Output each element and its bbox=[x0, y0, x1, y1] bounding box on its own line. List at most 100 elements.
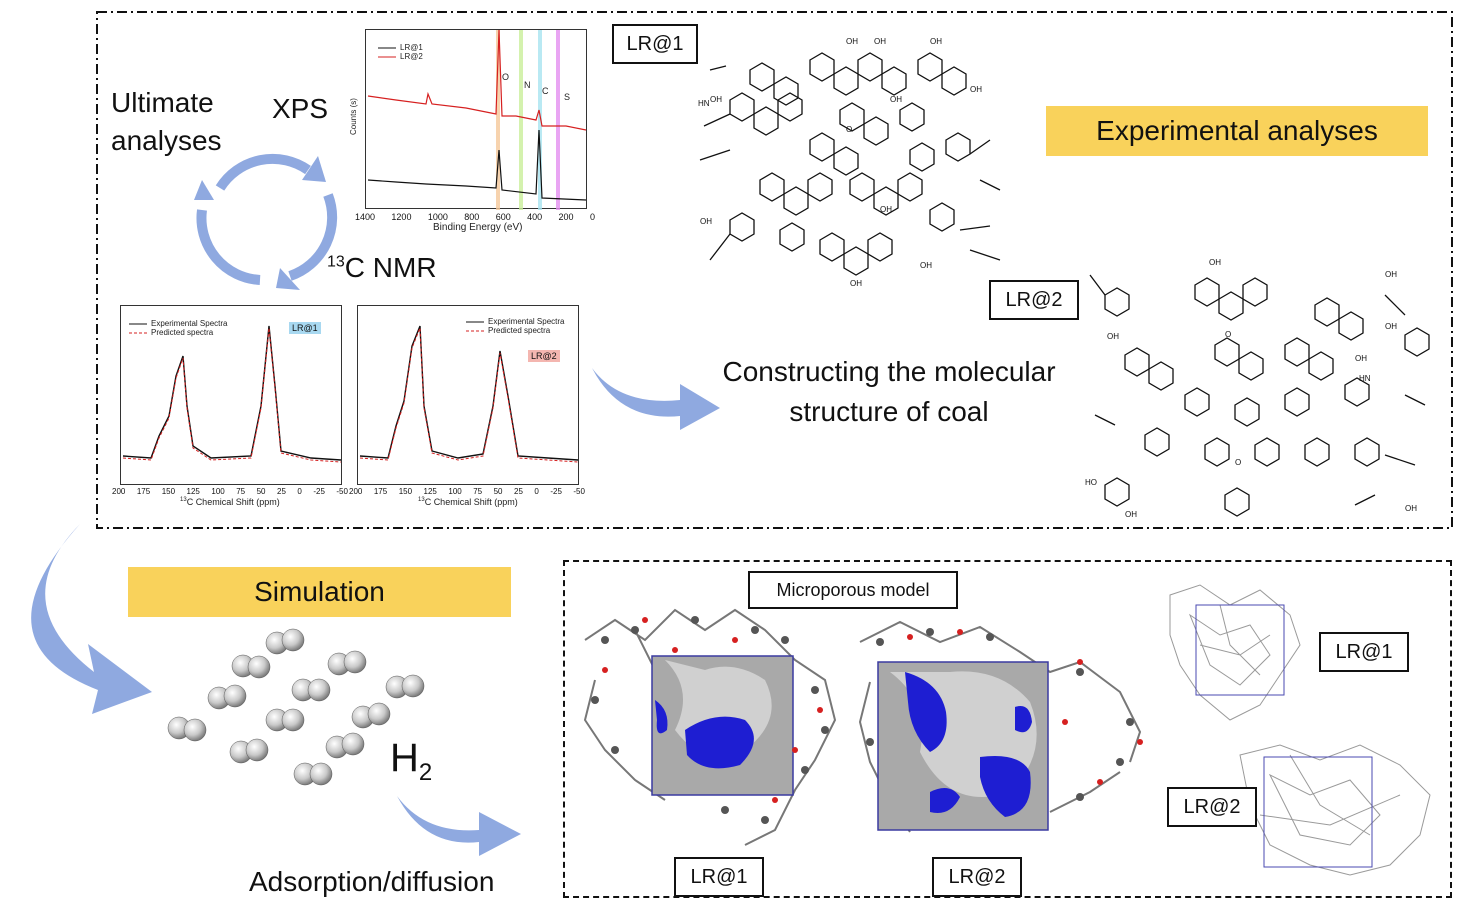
wireframe-model-lr1 bbox=[1169, 584, 1301, 721]
constructing-line1: Constructing the molecular bbox=[722, 356, 1056, 387]
svg-text:O: O bbox=[846, 125, 852, 134]
nmr-chart-lr1: Experimental Spectra Predicted spectra L… bbox=[120, 305, 342, 485]
svg-text:OH: OH bbox=[920, 261, 932, 270]
nmr1-xtick: 200 bbox=[112, 487, 126, 496]
svg-text:O: O bbox=[1225, 330, 1231, 339]
xps-xtick: 0 bbox=[589, 212, 595, 222]
svg-text:OH: OH bbox=[930, 37, 942, 46]
xps-xlabel: Binding Energy (eV) bbox=[433, 222, 523, 233]
model-label-lr2: LR@2 bbox=[932, 857, 1022, 897]
nmr2-xtick: 175 bbox=[373, 487, 388, 496]
nmr1-legend-exp: Experimental Spectra bbox=[151, 319, 228, 328]
h2-sub: 2 bbox=[418, 759, 433, 786]
xps-peak-s: S bbox=[564, 92, 571, 102]
wireframe-model-lr2 bbox=[1239, 744, 1431, 876]
nmr2-xtick: 200 bbox=[349, 487, 363, 496]
svg-text:HN: HN bbox=[698, 99, 710, 108]
cycle-arrows-icon bbox=[194, 153, 338, 290]
nmr-chart-lr2: Experimental Spectra Predicted spectra L… bbox=[357, 305, 579, 485]
nmr2-xtick: 100 bbox=[448, 487, 462, 496]
constructing-line2: structure of coal bbox=[789, 396, 989, 427]
nmr2-xtick: 25 bbox=[514, 487, 523, 496]
ultimate-line1: Ultimate bbox=[111, 87, 214, 118]
nmr1-xlabel: 13C Chemical Shift (ppm) bbox=[180, 497, 280, 507]
xps-peak-n: N bbox=[524, 80, 531, 90]
curved-arrow-down-icon bbox=[31, 524, 152, 714]
h2-label: H2 bbox=[390, 736, 432, 787]
svg-text:OH: OH bbox=[1385, 322, 1397, 331]
xps-ylabel: Counts (s) bbox=[349, 98, 358, 135]
svg-text:OH: OH bbox=[1385, 270, 1397, 279]
experimental-analyses-banner: Experimental analyses bbox=[1046, 106, 1428, 156]
structure-label-lr2: LR@2 bbox=[989, 280, 1079, 320]
xps-legend-lr2: LR@2 bbox=[400, 52, 423, 61]
nmr1-xtick: 50 bbox=[256, 487, 266, 496]
xps-xticks: 1400 1200 1000 800 600 400 200 0 bbox=[355, 212, 595, 222]
xps-xtick: 200 bbox=[558, 212, 574, 222]
microporous-model-lr2 bbox=[858, 620, 1143, 833]
svg-text:OH: OH bbox=[700, 217, 712, 226]
model-label-lr1: LR@1 bbox=[674, 857, 764, 897]
nmr1-xtick: 0 bbox=[297, 487, 302, 496]
nmr2-xtick: 150 bbox=[398, 487, 413, 496]
adsorption-diffusion-label: Adsorption/diffusion bbox=[249, 866, 495, 897]
arrow-to-models-icon bbox=[397, 796, 521, 856]
nmr1-tag: LR@1 bbox=[289, 322, 321, 334]
constructing-label: Constructing the molecular structure of … bbox=[694, 352, 1084, 432]
nmr2-xtick: 0 bbox=[534, 487, 539, 496]
xps-xtick: 1400 bbox=[355, 212, 376, 222]
xps-xtick: 800 bbox=[464, 212, 480, 222]
arrow-to-construct-icon bbox=[592, 368, 720, 430]
nmr-sup: 13 bbox=[327, 253, 345, 271]
nmr2-xtick: -50 bbox=[573, 487, 585, 496]
xps-peak-c: C bbox=[542, 86, 549, 96]
svg-text:OH: OH bbox=[850, 279, 862, 288]
nmr-main: C NMR bbox=[344, 252, 437, 283]
svg-text:OH: OH bbox=[846, 37, 858, 46]
xps-xtick: 400 bbox=[527, 212, 543, 222]
nmr1-xtick: 125 bbox=[186, 487, 200, 496]
nmr1-xtick: 175 bbox=[136, 487, 151, 496]
structure-label-lr1: LR@1 bbox=[612, 24, 698, 64]
xps-xtick: 1200 bbox=[391, 212, 412, 222]
nmr2-xlabel: 13C Chemical Shift (ppm) bbox=[418, 497, 518, 507]
models-dashed-box bbox=[563, 560, 1452, 898]
nmr1-xlabel-sup: 13 bbox=[180, 497, 187, 503]
ultimate-analyses-label: Ultimate analyses bbox=[111, 84, 222, 160]
svg-text:OH: OH bbox=[1209, 258, 1221, 267]
nmr2-xlabel-sup: 13 bbox=[418, 497, 425, 503]
side-label-lr1: LR@1 bbox=[1319, 632, 1409, 672]
nmr1-xtick: 100 bbox=[211, 487, 225, 496]
h2-main: H bbox=[390, 736, 419, 780]
nmr1-xticks: 200 175 150 125 100 75 50 25 0 -25 -50 bbox=[112, 487, 348, 496]
nmr1-xtick: -50 bbox=[336, 487, 348, 496]
microporous-model-lr1 bbox=[583, 608, 837, 846]
nmr2-xticks: 200 175 150 125 100 75 50 25 0 -25 -50 bbox=[349, 487, 585, 496]
svg-text:OH: OH bbox=[1125, 510, 1137, 519]
svg-text:HO: HO bbox=[1085, 478, 1097, 487]
xps-legend-lr1: LR@1 bbox=[400, 43, 423, 52]
svg-text:OH: OH bbox=[890, 95, 902, 104]
microporous-model-label: Microporous model bbox=[748, 571, 958, 609]
xps-peak-o: O bbox=[502, 72, 510, 82]
ultimate-line2: analyses bbox=[111, 125, 222, 156]
svg-text:OH: OH bbox=[880, 205, 892, 214]
nmr1-xtick: 25 bbox=[277, 487, 286, 496]
xps-xtick: 1000 bbox=[427, 212, 448, 222]
nmr1-xlabel-main: C Chemical Shift (ppm) bbox=[186, 497, 280, 507]
svg-text:HN: HN bbox=[1359, 374, 1371, 383]
nmr2-xtick: 75 bbox=[473, 487, 483, 496]
xps-label: XPS bbox=[272, 93, 329, 124]
svg-text:OH: OH bbox=[970, 85, 982, 94]
side-label-lr2: LR@2 bbox=[1167, 787, 1257, 827]
xps-xtick: 600 bbox=[495, 212, 511, 222]
xps-plot bbox=[367, 29, 587, 210]
xps-chart: LR@1 LR@2 O N C S bbox=[365, 29, 587, 210]
svg-text:OH: OH bbox=[1107, 332, 1119, 341]
nmr2-xlabel-main: C Chemical Shift (ppm) bbox=[424, 497, 518, 507]
nmr2-legend-pred: Predicted spectra bbox=[488, 326, 551, 335]
svg-text:OH: OH bbox=[1355, 354, 1367, 363]
svg-text:OH: OH bbox=[874, 37, 886, 46]
h2-molecules-icon bbox=[167, 628, 425, 786]
